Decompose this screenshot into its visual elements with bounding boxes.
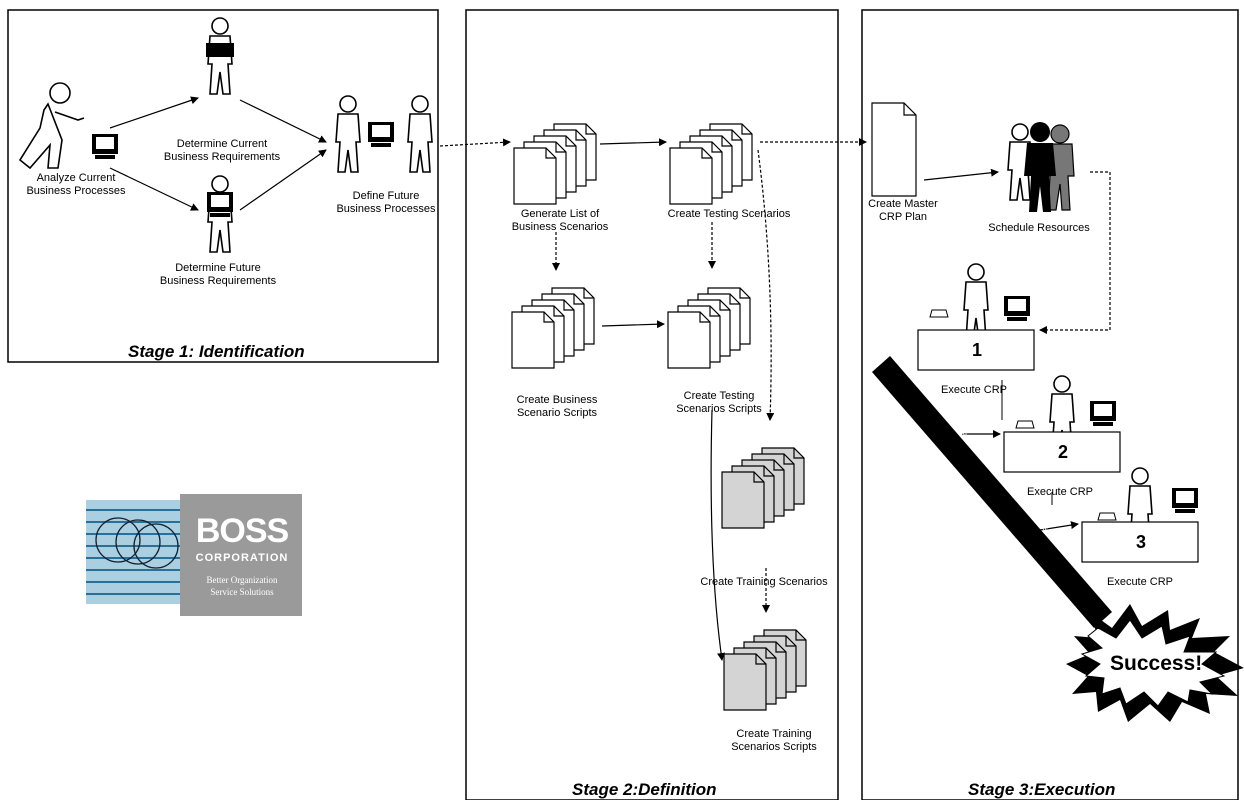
testing-scenarios-stack [670, 124, 752, 204]
stage1-title: Stage 1: Identification [128, 342, 305, 362]
crp-number-1: 1 [972, 340, 982, 361]
stage2-title: Stage 2:Definition [572, 780, 717, 800]
execute-crp-1-label: Execute CRP [926, 384, 1022, 397]
training-scenarios-stack [722, 448, 804, 528]
crp-number-3: 3 [1136, 532, 1146, 553]
master-plan-doc [872, 103, 916, 196]
schedule-resources-label: Schedule Resources [976, 222, 1102, 235]
define-future-figures [336, 96, 432, 172]
logo-name: BOSS [184, 514, 300, 548]
business-scenarios-stack [514, 124, 596, 204]
stage3-title: Stage 3:Execution [968, 780, 1115, 800]
crp-number-2: 2 [1058, 442, 1068, 463]
testing-scripts-stack [668, 288, 750, 368]
create-training-label: Create Training Scenarios [694, 576, 834, 589]
training-scripts-stack [724, 630, 806, 710]
analyst-figure [20, 83, 118, 168]
business-scripts-stack [512, 288, 594, 368]
create-testing-label: Create Testing Scenarios [666, 208, 792, 221]
logo-sub: CORPORATION [184, 552, 300, 564]
current-req-figure [206, 18, 234, 94]
future-req-figure [207, 176, 233, 252]
success-label: Success! [1110, 652, 1202, 676]
resources-group [1008, 122, 1074, 212]
execute-crp-3-label: Execute CRP [1092, 576, 1188, 589]
